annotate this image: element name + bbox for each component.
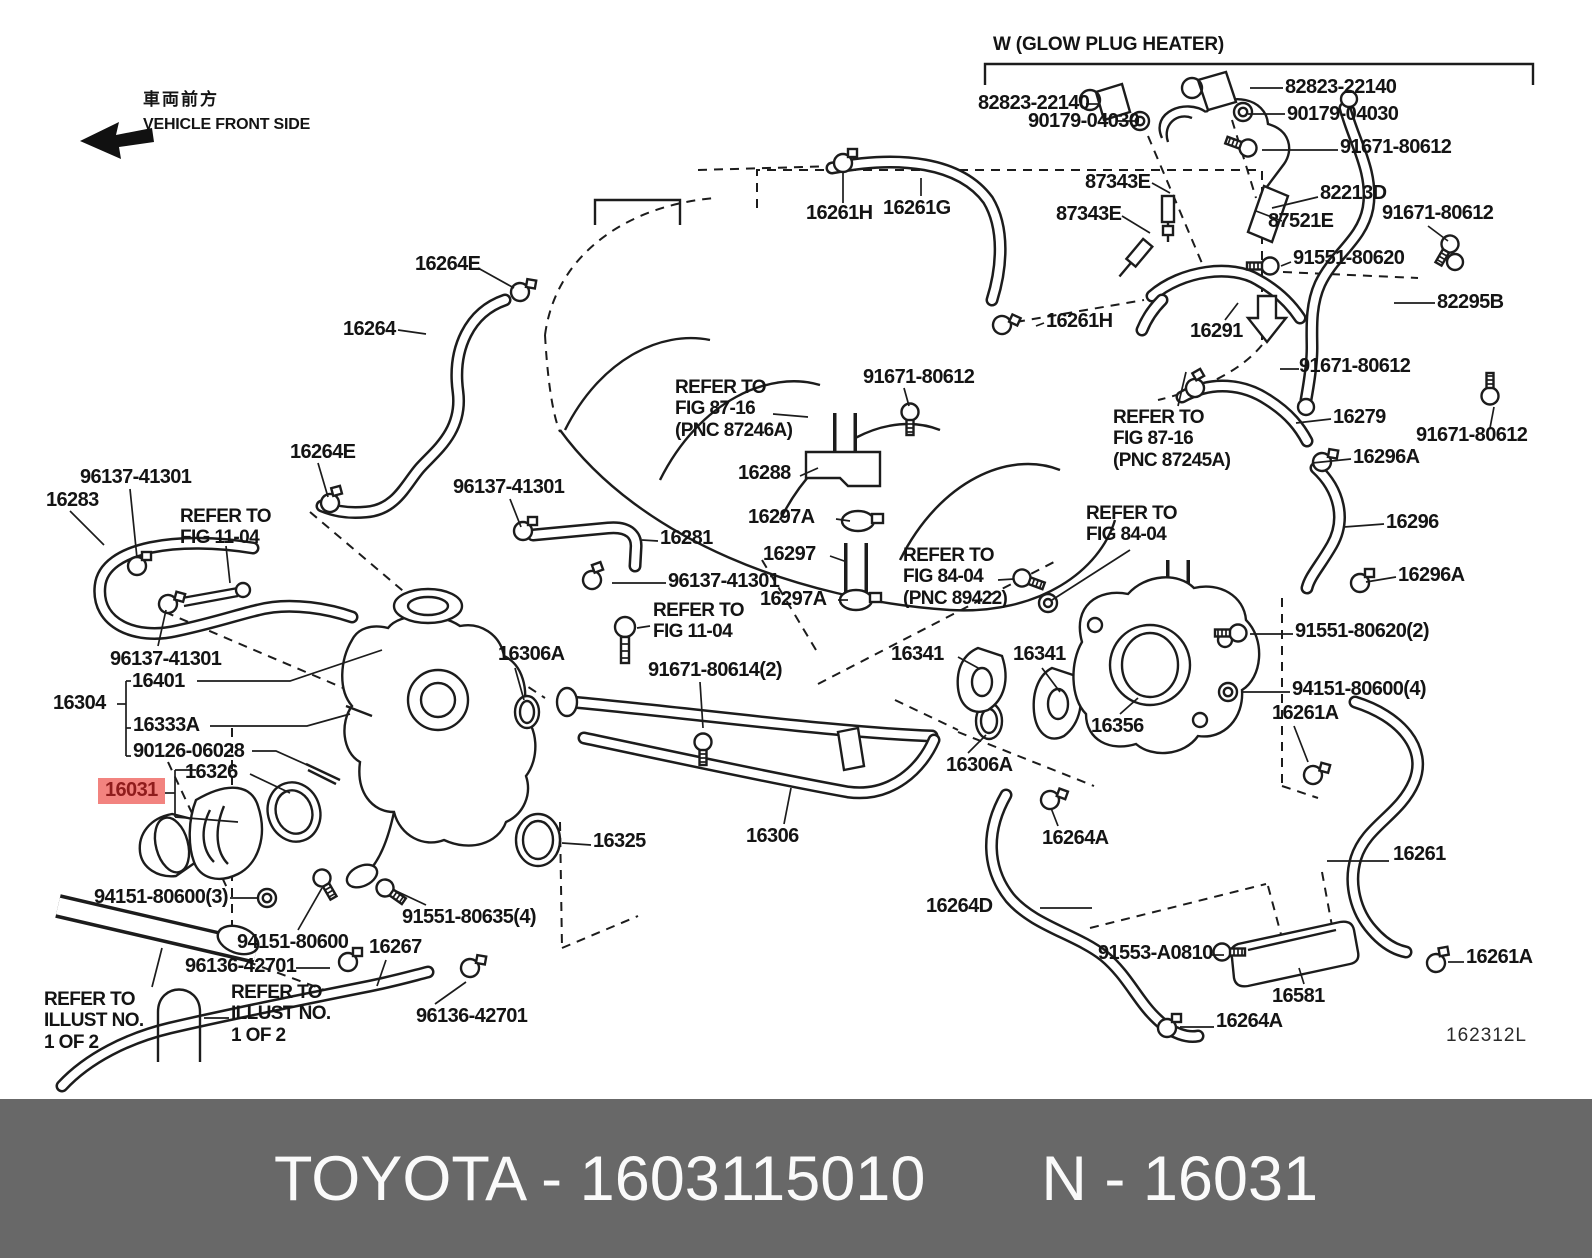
- part-label-96136-42701: 96136-42701: [185, 955, 297, 977]
- part-label-91551-80635-4: 91551-80635(4): [402, 906, 537, 928]
- part-label-162312l: 162312L: [1446, 1025, 1527, 1046]
- part-label-91671-80612: 91671-80612: [1340, 136, 1452, 158]
- part-label-87343e: 87343E: [1085, 171, 1151, 193]
- part-label-16279: 16279: [1333, 406, 1386, 428]
- part-label-82823-22140: 82823-22140: [978, 92, 1090, 114]
- part-label-94151-80600-3: 94151-80600(3): [94, 886, 229, 908]
- parts: [80, 70, 1465, 1062]
- part-label-82823-22140: 82823-22140: [1285, 76, 1397, 98]
- part-label-96136-42701: 96136-42701: [416, 1005, 528, 1027]
- part-label-refer-to-fig-84-04: REFER TO FIG 84-04: [1086, 503, 1178, 546]
- part-label-vehicle-front-side: VEHICLE FRONT SIDE: [143, 116, 311, 133]
- vehicle-front-arrow: [80, 122, 154, 159]
- part-label-16264d: 16264D: [926, 895, 993, 917]
- part-label-16261h: 16261H: [1046, 310, 1113, 332]
- part-label-refer-to-illust-no-1-of-2: REFER TO ILLUST NO. 1 OF 2: [44, 989, 144, 1053]
- part-label-16581: 16581: [1272, 985, 1325, 1007]
- part-label-refer-to-fig-87-16-pnc-87246a: REFER TO FIG 87-16 (PNC 87246A): [675, 377, 793, 441]
- part-label-87343e: 87343E: [1056, 203, 1122, 225]
- part-label-90126-06028: 90126-06028: [133, 740, 245, 762]
- part-label-16325: 16325: [593, 830, 646, 852]
- part-label-refer-to-fig-11-04: REFER TO FIG 11-04: [180, 506, 272, 549]
- part-label-16267: 16267: [369, 936, 422, 958]
- part-label-refer-to-illust-no-1-of-2: REFER TO ILLUST NO. 1 OF 2: [231, 982, 331, 1046]
- part-label-refer-to-fig-84-04-pnc-89422: REFER TO FIG 84-04 (PNC 89422): [903, 545, 1008, 609]
- part-label-91671-80612: 91671-80612: [1382, 202, 1494, 224]
- banner-part-number: TOYOTA - 1603115010: [273, 1143, 926, 1214]
- engine-outline: [544, 169, 1263, 612]
- part-label-91551-80620: 91551-80620: [1293, 247, 1405, 269]
- part-label-16306: 16306: [746, 825, 799, 847]
- part-label-16031: 16031: [98, 778, 165, 805]
- part-label-91671-80612: 91671-80612: [863, 366, 975, 388]
- part-label-16264e: 16264E: [290, 441, 356, 463]
- part-label-91671-80612: 91671-80612: [1416, 424, 1528, 446]
- part-label-87521e: 87521E: [1268, 210, 1334, 232]
- part-label-94151-80600-4: 94151-80600(4): [1292, 678, 1427, 700]
- part-label-82213d: 82213D: [1320, 182, 1387, 204]
- part-label-16296a: 16296A: [1398, 564, 1465, 586]
- part-label-96137-41301: 96137-41301: [80, 466, 192, 488]
- part-label-refer-to-fig-11-04: REFER TO FIG 11-04: [653, 600, 745, 643]
- part-label-16326: 16326: [185, 761, 238, 783]
- part-label-16264: 16264: [343, 318, 396, 340]
- part-label-96137-41301: 96137-41301: [110, 648, 222, 670]
- part-label-16261g: 16261G: [883, 197, 951, 219]
- part-label-90179-04030: 90179-04030: [1287, 103, 1399, 125]
- part-label-16306a: 16306A: [498, 643, 565, 665]
- banner-pnc: N - 16031: [1041, 1143, 1319, 1214]
- part-label-16341: 16341: [891, 643, 944, 665]
- part-label-16291: 16291: [1190, 320, 1243, 342]
- part-label-16261h: 16261H: [806, 202, 873, 224]
- part-label-96137-41301: 96137-41301: [453, 476, 565, 498]
- part-label-: 車両前方: [143, 90, 219, 109]
- part-label-16261: 16261: [1393, 843, 1446, 865]
- part-label-16297: 16297: [763, 543, 816, 565]
- part-label-16281: 16281: [660, 527, 713, 549]
- part-label-94151-80600: 94151-80600: [237, 931, 349, 953]
- leader-lines: [69, 62, 1535, 1028]
- part-label-16297a: 16297A: [748, 506, 815, 528]
- part-label-82295b: 82295B: [1437, 291, 1504, 313]
- part-label-16261a: 16261A: [1466, 946, 1533, 968]
- part-label-16296a: 16296A: [1353, 446, 1420, 468]
- part-label-16356: 16356: [1091, 715, 1144, 737]
- part-label-91553-a0810: 91553-A0810: [1098, 942, 1213, 964]
- part-label-91671-80614-2: 91671-80614(2): [648, 659, 783, 681]
- part-label-16306a: 16306A: [946, 754, 1013, 776]
- diagram-line-art: [0, 62, 1535, 1100]
- part-label-16264e: 16264E: [415, 253, 481, 275]
- part-label-16296: 16296: [1386, 511, 1439, 533]
- hoses: [58, 108, 1418, 1086]
- part-label-16304: 16304: [53, 692, 106, 714]
- part-label-16261a: 16261A: [1272, 702, 1339, 724]
- part-label-16341: 16341: [1013, 643, 1066, 665]
- part-label-16264a: 16264A: [1042, 827, 1109, 849]
- part-label-16288: 16288: [738, 462, 791, 484]
- footer-banner: TOYOTA - 1603115010 N - 16031: [0, 1099, 1592, 1258]
- part-label-w-glow-plug-heater: W (GLOW PLUG HEATER): [993, 34, 1225, 55]
- part-label-96137-41301: 96137-41301: [668, 570, 780, 592]
- part-label-16401: 16401: [132, 670, 185, 692]
- part-label-16264a: 16264A: [1216, 1010, 1283, 1032]
- part-label-91671-80612: 91671-80612: [1299, 355, 1411, 377]
- part-label-16333a: 16333A: [133, 714, 200, 736]
- labels-layer: 車両前方 VEHICLE FRONT SIDE W (GLOW PLUG HEATE…: [44, 34, 1533, 1053]
- part-label-91551-80620-2: 91551-80620(2): [1295, 620, 1430, 642]
- part-label-refer-to-fig-87-16-pnc-87245a: REFER TO FIG 87-16 (PNC 87245A): [1113, 407, 1231, 471]
- part-label-16297a: 16297A: [760, 588, 827, 610]
- part-label-90179-04030: 90179-04030: [1028, 110, 1140, 132]
- part-label-16283: 16283: [46, 489, 99, 511]
